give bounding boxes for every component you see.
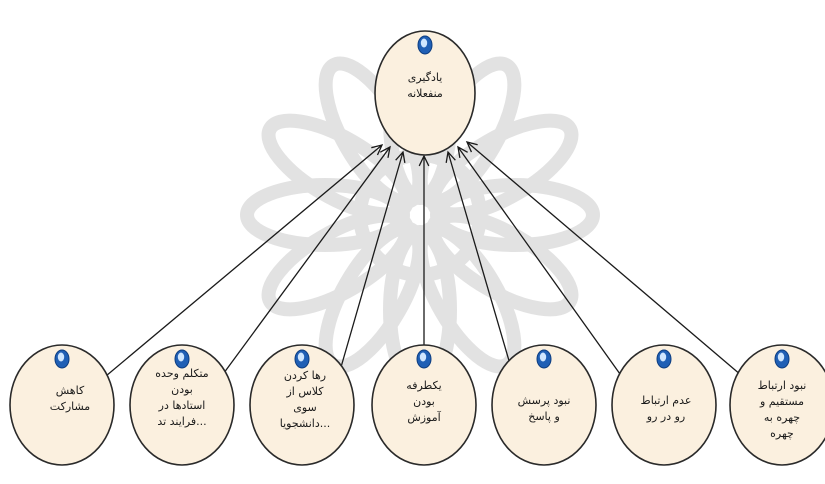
- child-7-line-3: چهره به: [763, 411, 801, 424]
- child-3-line-2: کلاس از: [286, 385, 324, 398]
- child-node-1-ellipse: [9, 344, 115, 466]
- child-2-line-4: ...فرایند تد: [157, 415, 207, 428]
- node-marker-highlight-icon: [57, 352, 65, 362]
- arrowhead-2: [379, 145, 391, 158]
- root-node-ellipse: [374, 30, 476, 156]
- node-marker-highlight-icon: [297, 352, 305, 362]
- arrowhead-1: [371, 144, 384, 156]
- child-node-5-label: نبود پرسش و پاسخ: [494, 393, 594, 425]
- node-marker-highlight-icon: [177, 352, 185, 362]
- arrowhead-6: [457, 145, 468, 158]
- child-node-5-ellipse: [491, 344, 597, 466]
- edges-layer: [99, 141, 749, 382]
- edge-5: [447, 151, 513, 372]
- child-3-line-1: رها کردن: [283, 369, 327, 382]
- child-7-line-1: نبود ارتباط: [757, 379, 807, 392]
- child-node-2-ellipse: [129, 344, 235, 466]
- child-6-line-1: عدم ارتباط: [640, 394, 692, 407]
- child-2-line-3: استادها در: [158, 399, 206, 412]
- arrowhead-4: [418, 154, 430, 167]
- child-node-7-label: نبود ارتباط مستقیم و چهره به چهره: [732, 378, 825, 442]
- root-label-line-1: یادگیری: [407, 71, 443, 84]
- watermark-petal: [426, 113, 579, 222]
- child-3-line-3: سوی: [293, 401, 317, 414]
- child-node-3[interactable]: [249, 344, 355, 466]
- child-node-4-label: یکطرفه بودن آموزش: [374, 378, 474, 426]
- child-3-line-4: ...دانشجویا: [279, 417, 331, 430]
- edge-1: [99, 144, 383, 382]
- edge-3: [336, 151, 404, 382]
- child-node-1[interactable]: [9, 344, 115, 466]
- child-4-line-1: یکطرفه: [406, 379, 442, 392]
- child-6-line-2: رو در رو: [646, 410, 686, 423]
- child-7-line-4: چهره: [770, 427, 794, 440]
- child-node-6-label: عدم ارتباط رو در رو: [616, 393, 716, 425]
- child-node-4-ellipse: [371, 344, 477, 466]
- arrowhead-3: [395, 150, 406, 163]
- node-marker-highlight-icon: [659, 352, 667, 362]
- child-2-line-2: بودن: [171, 383, 193, 396]
- child-5-line-2: و پاسخ: [528, 410, 560, 423]
- child-4-line-3: آموزش: [407, 411, 441, 424]
- node-marker-highlight-icon: [539, 352, 547, 362]
- root-node-label: یادگیری منفعلانه: [375, 70, 475, 102]
- node-marker-highlight-icon: [420, 38, 428, 48]
- edge-6: [457, 146, 626, 382]
- child-node-6-ellipse: [611, 344, 717, 466]
- child-node-7[interactable]: [729, 344, 825, 466]
- edge-2: [217, 146, 391, 382]
- child-2-line-1: متکلم وحده: [155, 367, 209, 380]
- child-node-2-label: متکلم وحده بودن استادها در ...فرایند تد: [132, 366, 232, 430]
- child-node-2[interactable]: [129, 344, 235, 466]
- child-node-1-label: کاهش مشارکت: [20, 383, 120, 415]
- node-marker-highlight-icon: [419, 352, 427, 362]
- child-node-3-ellipse: [249, 344, 355, 466]
- child-node-4[interactable]: [371, 344, 477, 466]
- child-node-3-label: رها کردن کلاس از سوی ...دانشجویا: [255, 368, 355, 432]
- child-node-7-ellipse: [729, 344, 825, 466]
- child-node-6[interactable]: [611, 344, 717, 466]
- arrowhead-5: [445, 150, 456, 163]
- edge-7: [466, 141, 749, 382]
- child-1-line-2: مشارکت: [49, 400, 91, 413]
- child-node-5[interactable]: [491, 344, 597, 466]
- nodes-layer: [9, 30, 825, 466]
- child-5-line-1: نبود پرسش: [517, 394, 571, 407]
- child-1-line-1: کاهش: [55, 384, 85, 397]
- node-marker-highlight-icon: [777, 352, 785, 362]
- root-label-line-2: منفعلانه: [407, 87, 443, 100]
- child-7-line-2: مستقیم و: [759, 395, 805, 408]
- arrowhead-7: [465, 141, 478, 153]
- child-4-line-2: بودن: [413, 395, 435, 408]
- root-node[interactable]: [374, 30, 476, 156]
